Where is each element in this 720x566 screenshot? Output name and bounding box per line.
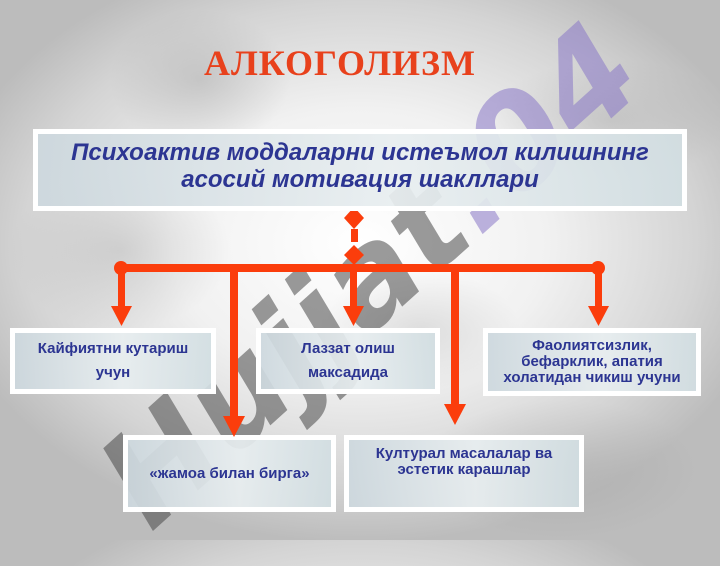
main-box-line-1: Психоактив моддаларни истеъмол килишнинг — [71, 139, 649, 166]
item-box-group: «жамоа билан бирга» — [123, 435, 336, 512]
connector-diagram — [111, 207, 609, 326]
item-3-line-3: холатидан чикиш учуни — [503, 369, 681, 386]
arrow-3-shaft — [595, 272, 602, 310]
stem-segment — [351, 229, 358, 242]
arrow-2-shaft — [350, 265, 357, 310]
item-box-pleasure: Лаззат олиш максадида — [256, 328, 440, 394]
arrow-2-head — [343, 306, 364, 326]
arrow-3-head — [588, 306, 609, 326]
item-5-line-2: эстетик карашлар — [397, 461, 531, 478]
stem-diamond-top — [344, 207, 364, 229]
arrow-4-head — [223, 416, 245, 437]
item-box-apathy: Фаолиятсизлик, бефарклик, апатия холатид… — [483, 328, 701, 396]
arrow-5-head — [444, 404, 466, 425]
page-title: АЛКОГОЛИЗМ — [203, 43, 477, 83]
item-1-line-2: учун — [95, 364, 131, 381]
item-3-line-1: Фаолиятсизлик, — [532, 337, 652, 354]
horizontal-bus — [121, 264, 599, 272]
main-concept-box: Психоактив моддаларни истеъмол килишнинг… — [33, 129, 687, 211]
bus-end-left — [114, 261, 128, 275]
item-box-cultural: Културал масалалар ва эстетик карашлар — [344, 435, 584, 512]
stem-diamond-bottom — [344, 245, 364, 265]
arrow-4-shaft — [230, 272, 238, 420]
item-5-line-1: Културал масалалар ва — [375, 445, 553, 462]
item-4-line-1: «жамоа билан бирга» — [149, 464, 310, 482]
arrow-1-shaft — [118, 272, 125, 310]
item-1-line-1: Кайфиятни кутариш — [37, 340, 189, 357]
item-3-line-2: бефарклик, апатия — [521, 353, 663, 370]
arrow-5-shaft — [451, 272, 459, 408]
main-box-line-2: асосий мотивация шакллари — [181, 166, 539, 193]
item-box-mood: Кайфиятни кутариш учун — [10, 328, 216, 394]
connector-diagram-lower — [223, 272, 466, 437]
bus-end-right — [591, 261, 605, 275]
item-2-line-2: максадида — [307, 364, 389, 381]
item-2-line-1: Лаззат олиш — [301, 340, 395, 357]
arrow-1-head — [111, 306, 132, 326]
